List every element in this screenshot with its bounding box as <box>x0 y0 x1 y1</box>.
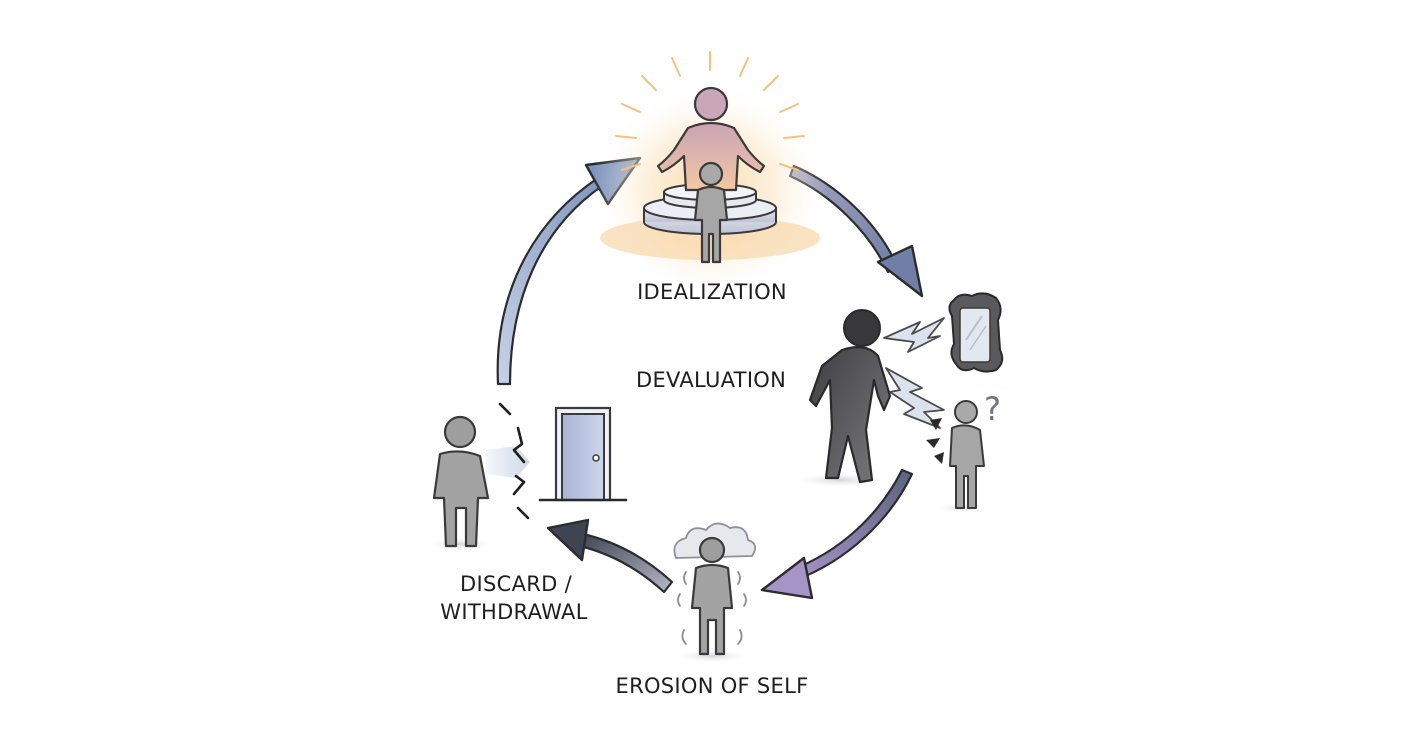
mirror-icon <box>948 292 1004 373</box>
door-icon <box>538 406 628 502</box>
label-discard-line2: WITHDRAWAL <box>440 600 588 624</box>
broken-connection-icon <box>498 402 530 520</box>
radiant-figure-icon <box>656 86 766 192</box>
withdrawal-illustration <box>424 402 628 551</box>
light-rays <box>615 51 805 171</box>
idealization-illustration <box>592 51 828 288</box>
withdrawn-figure-icon <box>432 415 490 548</box>
dark-figure-icon <box>808 309 892 484</box>
label-idealization: IDEALIZATION <box>637 280 787 304</box>
confused-figure-icon <box>936 400 988 513</box>
shard-icons <box>926 418 944 464</box>
devaluation-illustration <box>790 292 1004 513</box>
erosion-illustration <box>672 522 757 663</box>
shake-marks <box>677 571 747 645</box>
label-devaluation: DEVALUATION <box>636 368 787 392</box>
confusion-mark: ? <box>984 390 1001 428</box>
label-discard-line1: DISCARD / <box>460 572 572 596</box>
arrow-devaluation-to-erosion <box>760 468 914 600</box>
arrow-erosion-to-withdrawal <box>546 518 674 594</box>
label-erosion-of-self: EROSION OF SELF <box>615 674 809 698</box>
eroded-figure-icon <box>690 536 734 656</box>
lightning-icon <box>883 317 945 353</box>
lightning-icon-2 <box>885 367 945 429</box>
admirer-figure-icon <box>693 161 729 264</box>
